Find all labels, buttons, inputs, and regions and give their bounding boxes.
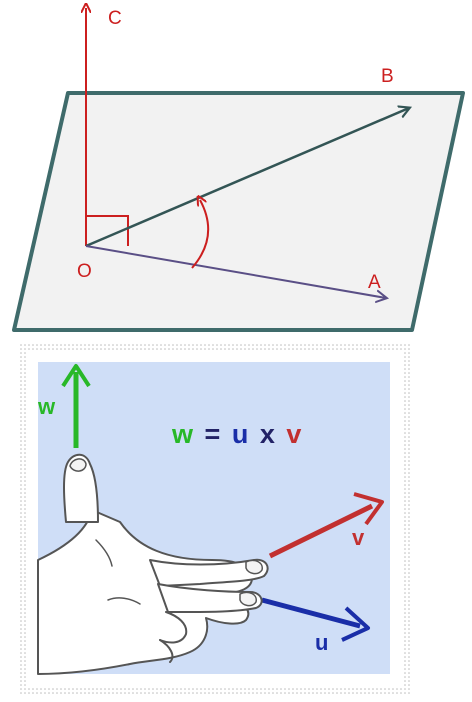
label-a: A <box>368 272 381 293</box>
label-w: w <box>37 394 56 419</box>
label-origin: O <box>77 261 92 282</box>
hand-illustration <box>37 453 269 675</box>
plane-diagram: C B A O <box>12 8 465 332</box>
vector-u <box>261 597 361 629</box>
label-b: B <box>381 66 394 87</box>
equation-v: v <box>286 419 301 449</box>
equation-times: x <box>260 419 275 449</box>
vector-w-head <box>61 364 91 388</box>
vector-b <box>85 108 409 248</box>
right-angle-marker <box>86 215 129 246</box>
equation-u: u <box>232 419 249 449</box>
equation-w: w <box>171 419 194 449</box>
vector-a <box>85 245 386 298</box>
vector-v-head <box>353 492 384 526</box>
vector-v <box>268 503 374 559</box>
vector-u-head <box>341 606 370 642</box>
label-u: u <box>315 630 328 655</box>
label-v: v <box>352 525 365 550</box>
angle-arc <box>191 200 210 269</box>
cross-product-equation: w = u x v <box>171 419 301 449</box>
equation-equals: = <box>205 419 221 449</box>
plane <box>12 91 465 332</box>
right-hand-rule-panel: w w = u x v v u <box>18 344 412 694</box>
label-c: C <box>108 8 122 29</box>
